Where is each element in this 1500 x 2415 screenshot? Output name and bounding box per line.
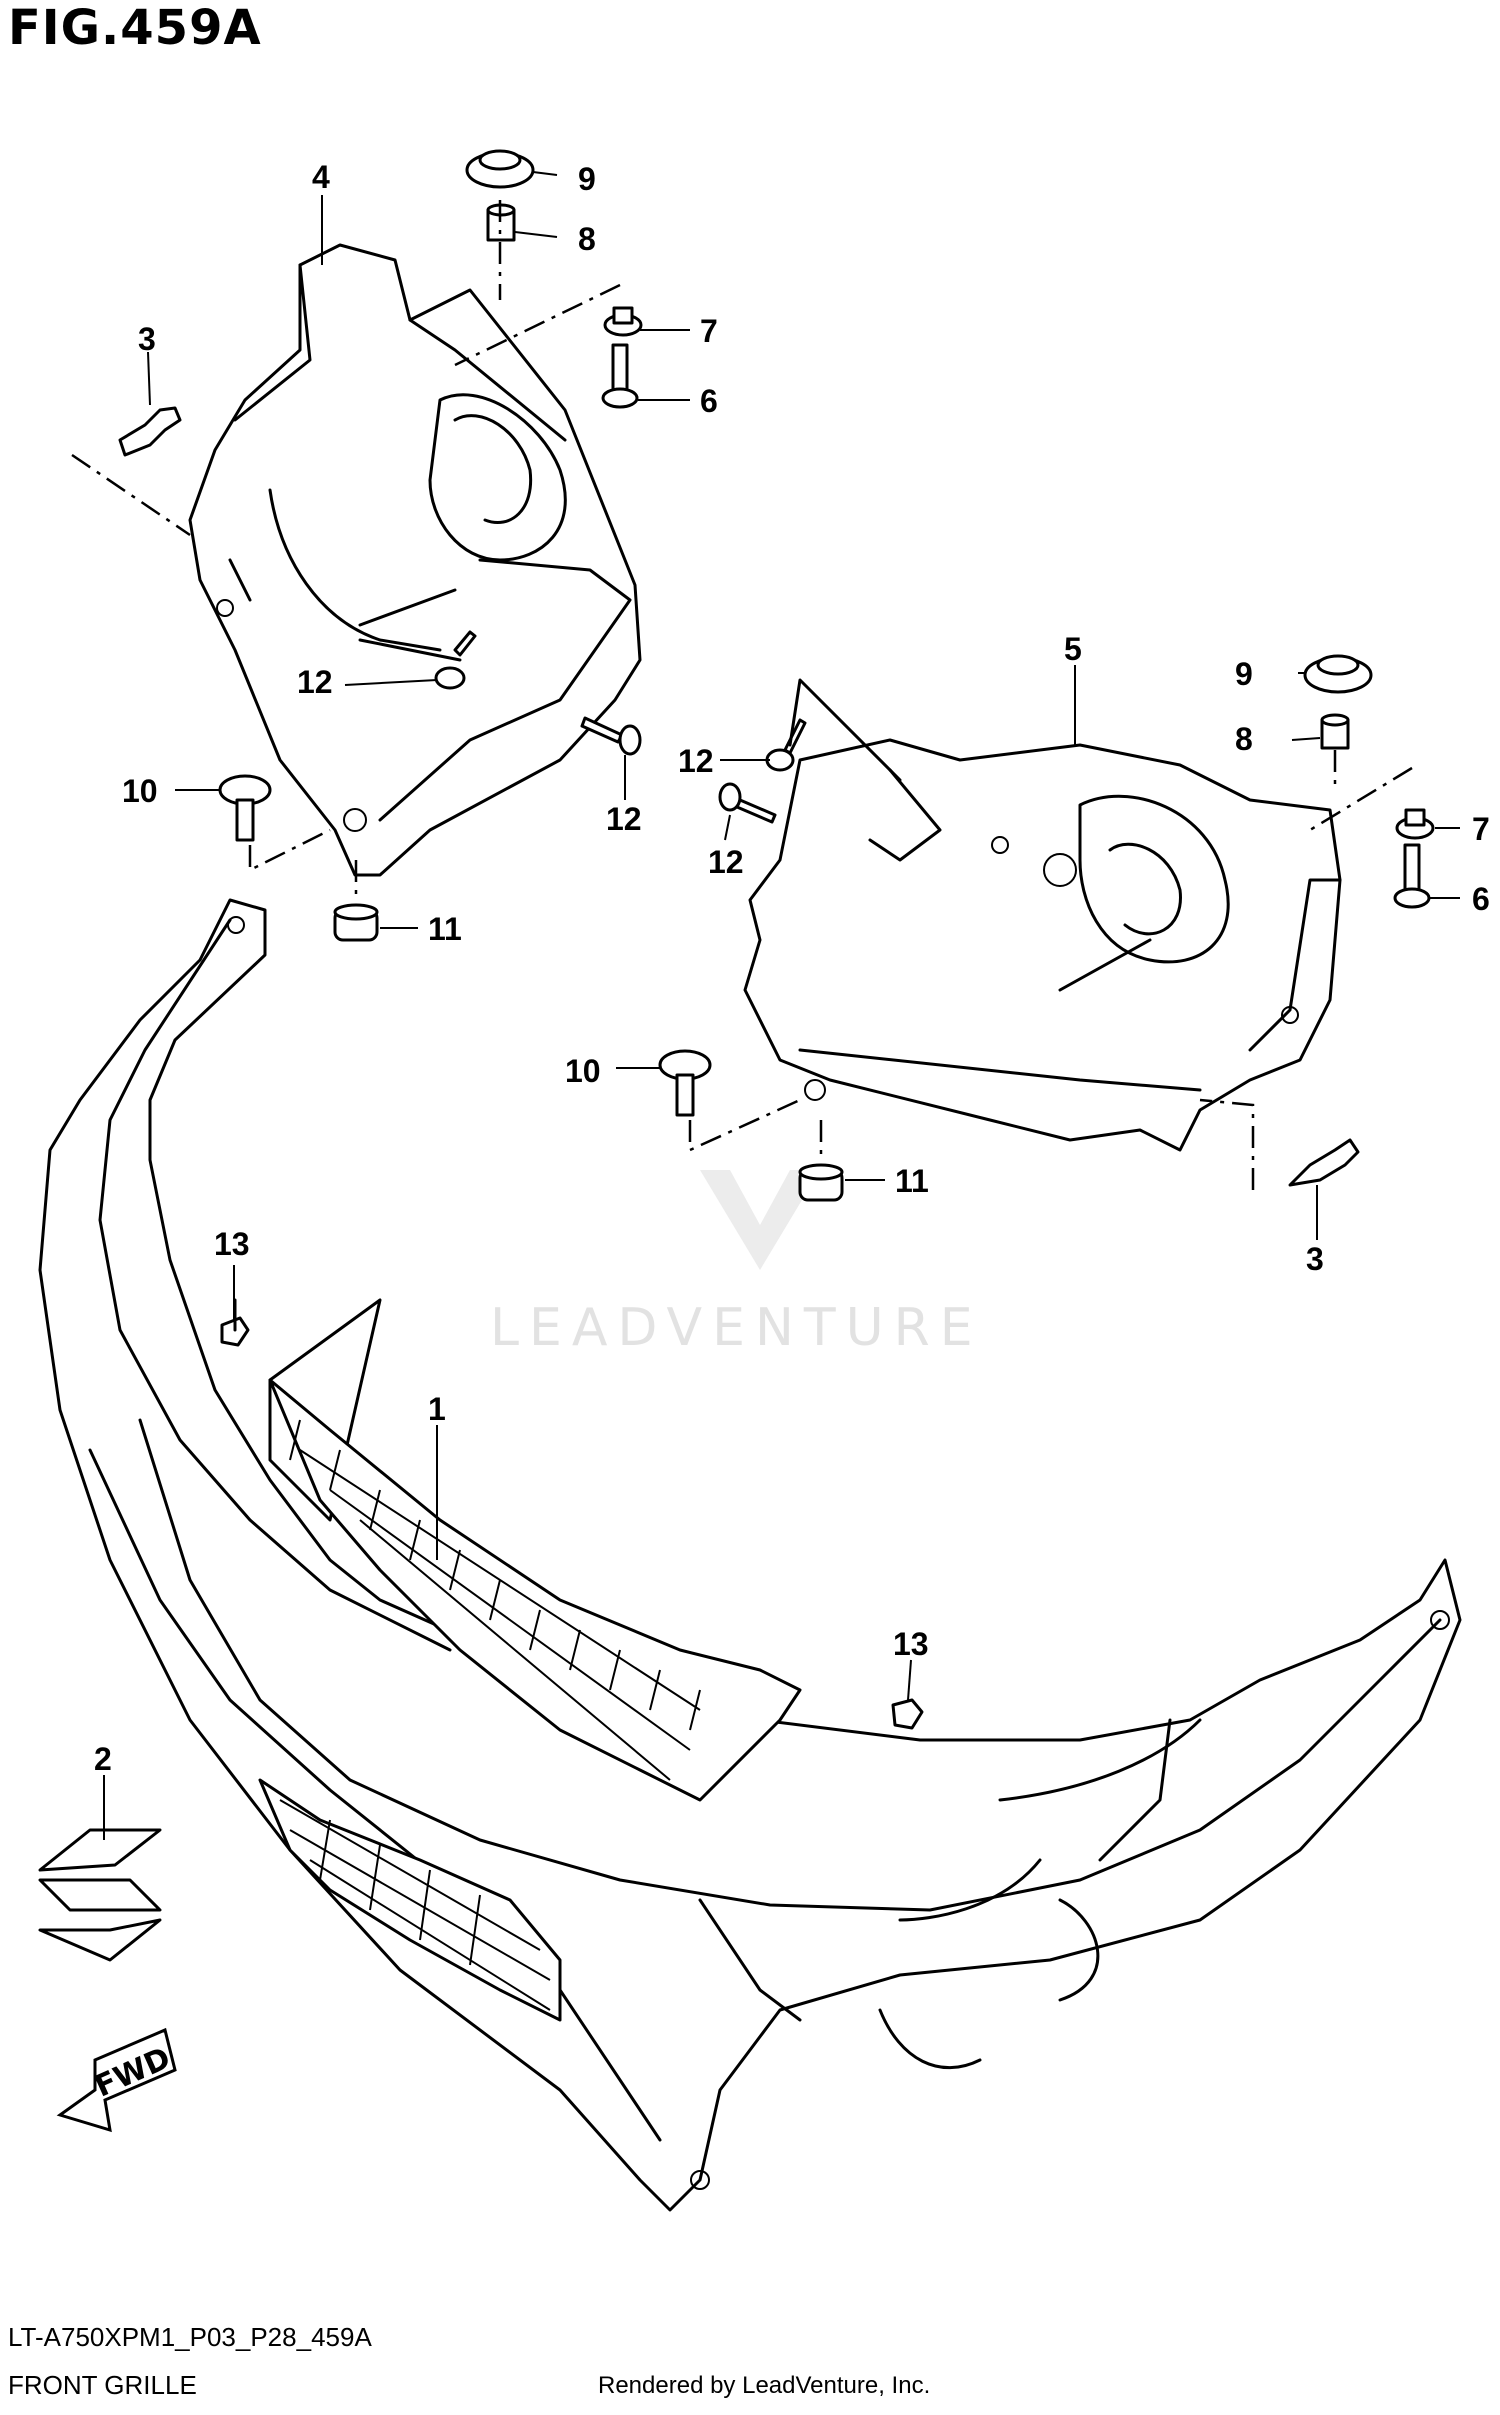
figure-title: FIG.459A (8, 0, 262, 56)
lower-grille-mesh (258, 1778, 562, 2022)
callout-12-right-a: 12 (678, 743, 714, 779)
grommet-11-right (798, 1163, 844, 1202)
nut-7-right (1395, 808, 1435, 840)
collar-8-right (1320, 713, 1350, 750)
callout-10-left: 10 (122, 773, 158, 809)
credit-line: Rendered by LeadVenture, Inc. (598, 2372, 931, 2399)
callout-6-right: 6 (1472, 881, 1490, 917)
callout-8-right: 8 (1235, 721, 1253, 757)
suzuki-emblem (38, 1828, 162, 1962)
callout-1: 1 (428, 1391, 446, 1427)
upper-grille-mesh (268, 1378, 802, 1802)
callout-7-right: 7 (1472, 811, 1490, 847)
bolt-6-right (1393, 843, 1431, 909)
callout-12-left-b: 12 (606, 801, 642, 837)
watermark-text: LEADVENTURE (490, 1298, 983, 1358)
callout-2: 2 (94, 1741, 112, 1777)
callout-3-left: 3 (138, 321, 156, 357)
callout-8-left: 8 (578, 221, 596, 257)
clip-13-right (891, 1698, 924, 1730)
bolt-6-left (601, 343, 639, 409)
nut-7-left (603, 306, 643, 337)
callout-11-left: 11 (428, 911, 462, 947)
callout-3-right: 3 (1306, 1241, 1324, 1277)
leadventure-watermark: LEADVENTURE (490, 1170, 983, 1358)
screw-12-right-b (718, 782, 777, 824)
callout-9-left: 9 (578, 161, 596, 197)
callout-numbers: 4 9 8 7 6 3 12 12 10 11 5 9 8 7 6 3 12 1… (94, 159, 1490, 1777)
cap-nut-9-right (1303, 654, 1373, 694)
screw-12-left-a (434, 630, 477, 690)
clip-3-right (1288, 1138, 1360, 1187)
callout-4: 4 (312, 159, 330, 195)
left-headlight-bracket (188, 243, 642, 877)
cap-nut-9-left (465, 149, 535, 189)
callout-13-right: 13 (893, 1626, 929, 1662)
callout-5: 5 (1064, 631, 1082, 667)
callout-10-right: 10 (565, 1053, 601, 1089)
assembly-lines (71, 200, 1413, 1332)
bolt-10-right (658, 1049, 712, 1117)
callout-12-right-b: 12 (708, 844, 744, 880)
callout-13-left: 13 (214, 1226, 250, 1262)
model-code: LT-A750XPM1_P03_P28_459A (8, 2322, 372, 2352)
callout-7-left: 7 (700, 313, 718, 349)
front-grille-body (38, 898, 1462, 2212)
clip-3-left (118, 406, 182, 457)
section-name: FRONT GRILLE (8, 2370, 197, 2400)
forward-direction-badge: FWD (56, 2027, 177, 2133)
callout-9-right: 9 (1235, 656, 1253, 692)
grommet-11-left (333, 903, 379, 942)
bolt-10-left (218, 774, 272, 842)
right-headlight-bracket (743, 738, 1342, 1152)
callout-11-right: 11 (895, 1163, 929, 1199)
screw-12-left-b (580, 716, 642, 756)
callout-12-left-a: 12 (297, 664, 333, 700)
callout-leaders (103, 171, 1460, 1840)
callout-6-left: 6 (700, 383, 718, 419)
